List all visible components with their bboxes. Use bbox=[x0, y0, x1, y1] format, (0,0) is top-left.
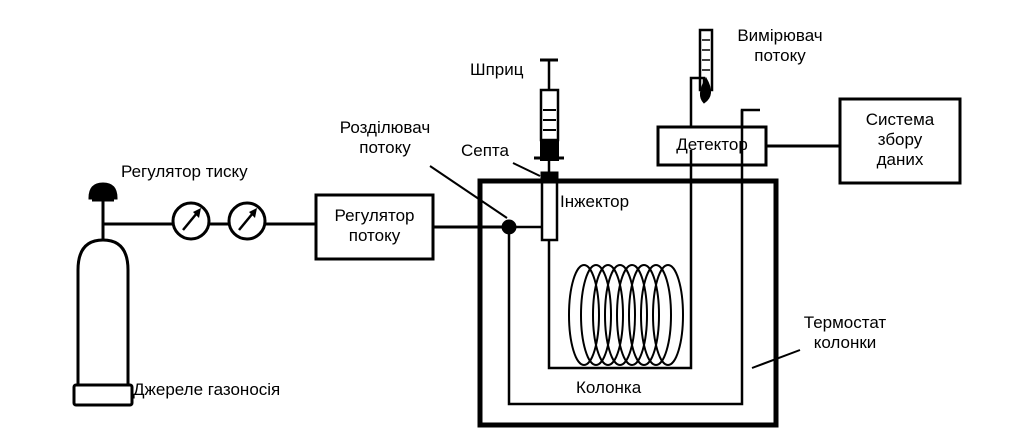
data-system-label-line1: Система bbox=[865, 110, 935, 129]
septum-leader-line bbox=[512, 162, 541, 177]
data-system-box bbox=[838, 97, 962, 185]
column-coil bbox=[568, 264, 684, 366]
flow-regulator-label-line2: потоку bbox=[348, 226, 401, 245]
thermostat-leader-line bbox=[751, 349, 801, 369]
flow-meter-label: Вимірювач потоку bbox=[730, 26, 830, 66]
thermostat-box bbox=[477, 178, 779, 428]
pressure-gauge-1 bbox=[171, 201, 211, 241]
flow-meter-label-line2: потоку bbox=[754, 46, 806, 65]
column-label: Колонка bbox=[576, 378, 642, 397]
splitter-leader-line bbox=[429, 165, 508, 219]
flow-regulator-label-line1: Регулятор bbox=[334, 206, 415, 225]
gas-source-label: Джереле газоносія bbox=[133, 380, 281, 399]
data-system-label: Система збору даних bbox=[840, 110, 960, 170]
injector-tube bbox=[540, 176, 559, 242]
thermostat-label: Термостат колонки bbox=[790, 313, 900, 353]
splitter-label-line2: потоку bbox=[359, 138, 411, 157]
splitter-vent-line bbox=[507, 108, 760, 406]
septum-shape bbox=[540, 171, 559, 181]
column-tube bbox=[547, 150, 693, 370]
flow-meter-label-line1: Вимірювач bbox=[737, 26, 823, 45]
thermostat-label-line2: колонки bbox=[813, 333, 877, 352]
septum-label: Септа bbox=[461, 141, 509, 160]
syringe-label: Шприц bbox=[470, 60, 524, 79]
flow-meter-shape bbox=[698, 28, 714, 104]
thermostat-label-line1: Термостат bbox=[803, 313, 887, 332]
detector-label: Детектор bbox=[676, 135, 748, 154]
splitter-label: Розділювач потоку bbox=[330, 118, 440, 158]
data-system-label-line3: даних bbox=[876, 150, 924, 169]
pressure-gauge-2 bbox=[227, 201, 267, 241]
data-system-label-line2: збору bbox=[877, 130, 923, 149]
pressure-regulator-label: Регулятор тиску bbox=[121, 162, 248, 181]
flow-regulator-label: Регулятор потоку bbox=[316, 206, 433, 246]
injector-label: Інжектор bbox=[560, 192, 630, 211]
gas-cylinder bbox=[72, 182, 134, 407]
splitter-label-line1: Розділювач bbox=[339, 118, 431, 137]
syringe-shape bbox=[534, 58, 564, 178]
